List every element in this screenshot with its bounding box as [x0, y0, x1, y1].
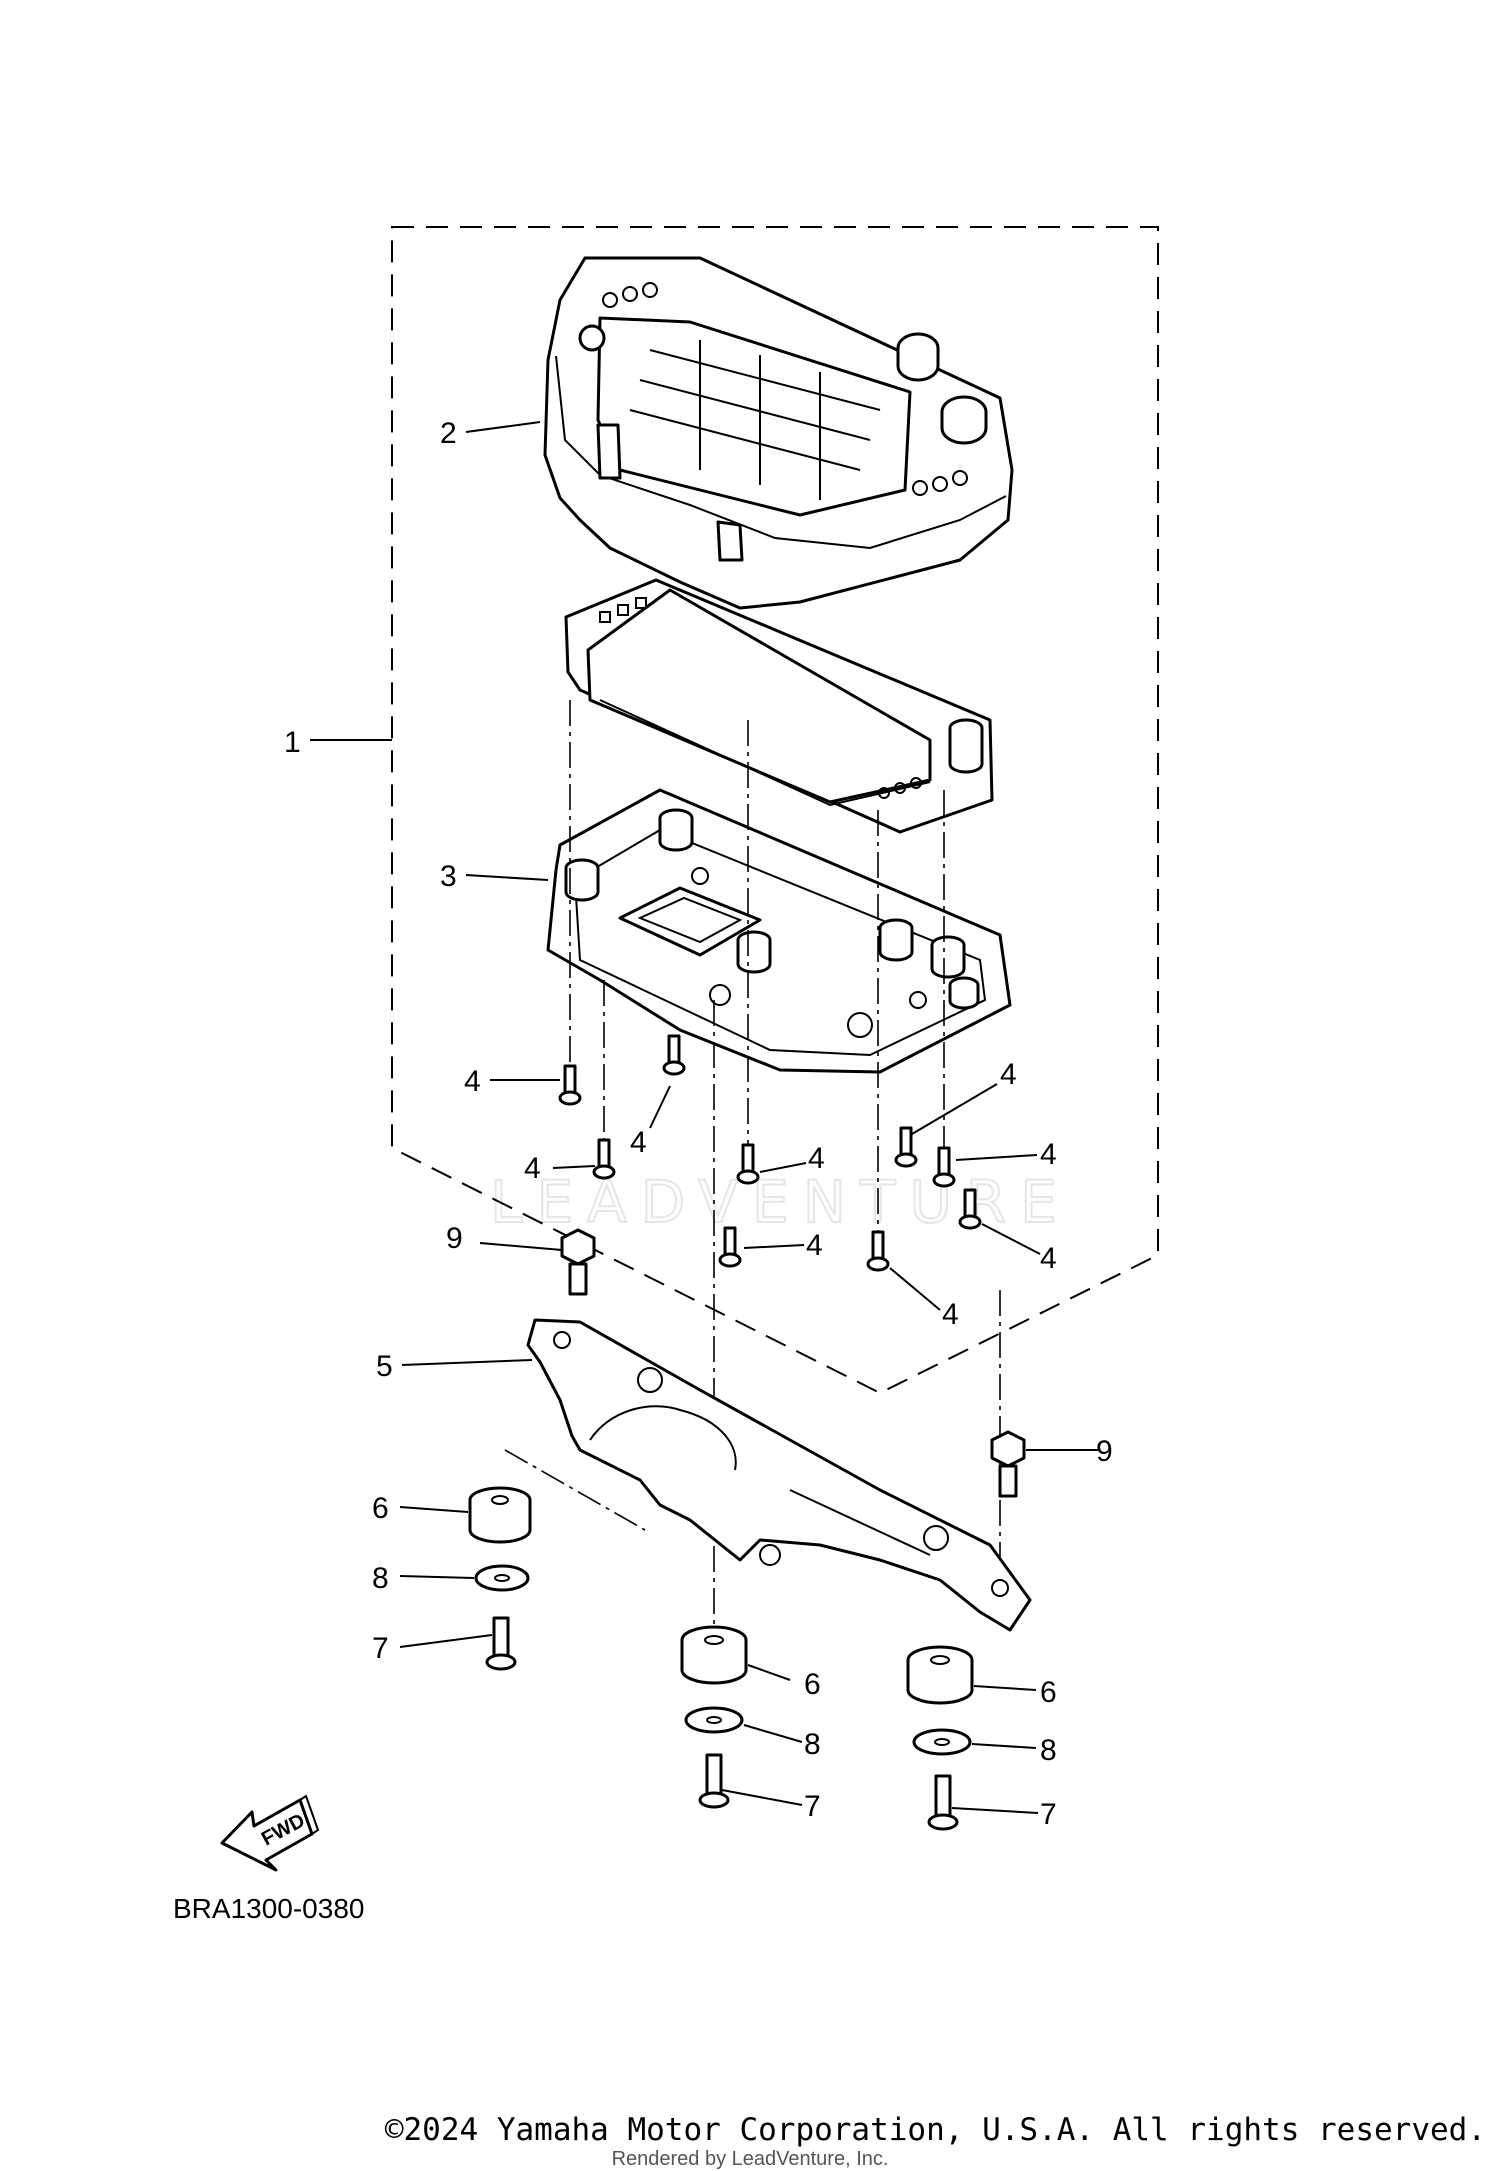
- callout-6: 6: [804, 1668, 821, 1701]
- screw: [736, 1143, 760, 1185]
- callout-7: 7: [1040, 1798, 1057, 1831]
- callout-4: 4: [1040, 1242, 1057, 1275]
- callout-3: 3: [440, 860, 457, 893]
- callouts: 1 2 3 4 4 4 4 4 4 4 4 4 5 6 6 6 7 7 7 8 …: [284, 417, 1113, 1831]
- part-meter-display[interactable]: [543, 256, 1014, 610]
- leader-lines: [399, 421, 1098, 1814]
- callout-9: 9: [1096, 1435, 1113, 1468]
- damper-set-left: [468, 1486, 532, 1671]
- diagram-code: BRA1300-0380: [173, 1893, 364, 1924]
- callout-9: 9: [446, 1222, 463, 1255]
- callout-4: 4: [808, 1142, 825, 1175]
- screw: [866, 1230, 890, 1272]
- callout-4: 4: [464, 1065, 481, 1098]
- callout-4: 4: [1000, 1058, 1017, 1091]
- callout-8: 8: [1040, 1734, 1057, 1767]
- part-meter-bracket[interactable]: [526, 1318, 1032, 1632]
- copyright-notice: ©2024 Yamaha Motor Corporation, U.S.A. A…: [384, 2112, 1486, 2148]
- callout-8: 8: [804, 1728, 821, 1761]
- damper-set-right: [906, 1645, 974, 1831]
- callout-5: 5: [376, 1350, 393, 1383]
- callout-4: 4: [942, 1298, 959, 1331]
- screw: [894, 1126, 918, 1168]
- bolt-9-right: [990, 1430, 1026, 1498]
- rendered-by-notice: Rendered by LeadVenture, Inc.: [611, 2148, 889, 2170]
- callout-6: 6: [372, 1492, 389, 1525]
- part-meter-case[interactable]: [546, 788, 1012, 1074]
- callout-7: 7: [804, 1790, 821, 1823]
- screw: [662, 1034, 686, 1076]
- callout-4: 4: [1040, 1138, 1057, 1171]
- callout-2: 2: [440, 417, 457, 450]
- callout-4: 4: [630, 1126, 647, 1159]
- callout-4: 4: [806, 1229, 823, 1262]
- circuit-board: [564, 578, 994, 834]
- callout-8: 8: [372, 1562, 389, 1595]
- assembly-boundary: [391, 226, 1159, 1395]
- callout-4: 4: [524, 1152, 541, 1185]
- damper-set-center: [680, 1625, 748, 1809]
- screw: [592, 1138, 616, 1180]
- screws-4: [558, 1034, 982, 1272]
- screw: [958, 1188, 982, 1230]
- centerlines: [504, 700, 1001, 1660]
- bolt-9-left: [560, 1228, 596, 1296]
- callout-6: 6: [1040, 1676, 1057, 1709]
- screw: [558, 1064, 582, 1106]
- callout-7: 7: [372, 1632, 389, 1665]
- forward-direction-arrow-icon: FWD: [220, 1794, 320, 1872]
- screw: [932, 1146, 956, 1188]
- callout-1: 1: [284, 726, 301, 759]
- screw: [718, 1226, 742, 1268]
